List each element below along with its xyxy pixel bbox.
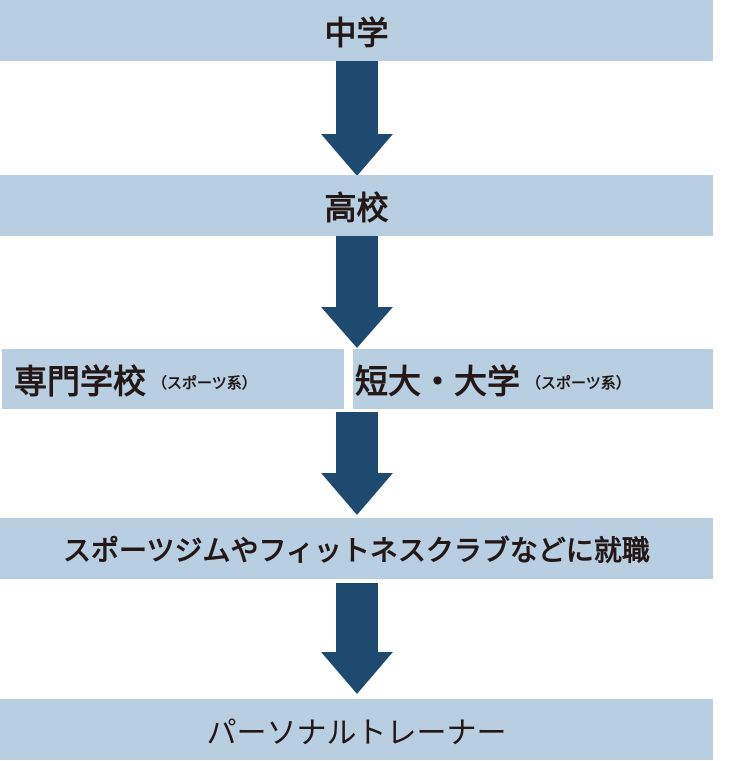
step-junior-high: 中学 — [0, 0, 713, 61]
step-label: 高校 — [324, 188, 389, 227]
option-vocational-school: 専門学校 （スポーツ系） — [2, 349, 344, 409]
option-label: 短大・大学 — [355, 362, 520, 401]
step-high-school: 高校 — [0, 175, 713, 236]
option-note: （スポーツ系） — [152, 373, 257, 392]
option-label: 専門学校 — [14, 362, 146, 401]
step-label: スポーツジムやフィットネスクラブなどに就職 — [63, 533, 650, 567]
down-arrow-icon — [321, 412, 393, 515]
step-personal-trainer: パーソナルトレーナー — [0, 699, 713, 760]
option-note: （スポーツ系） — [526, 373, 631, 392]
step-label: 中学 — [324, 13, 389, 52]
option-university: 短大・大学 （スポーツ系） — [353, 349, 713, 409]
down-arrow-icon — [321, 583, 393, 694]
down-arrow-icon — [321, 236, 393, 348]
step-label: パーソナルトレーナー — [206, 715, 507, 751]
down-arrow-icon — [321, 61, 393, 176]
step-employment: スポーツジムやフィットネスクラブなどに就職 — [0, 518, 713, 579]
